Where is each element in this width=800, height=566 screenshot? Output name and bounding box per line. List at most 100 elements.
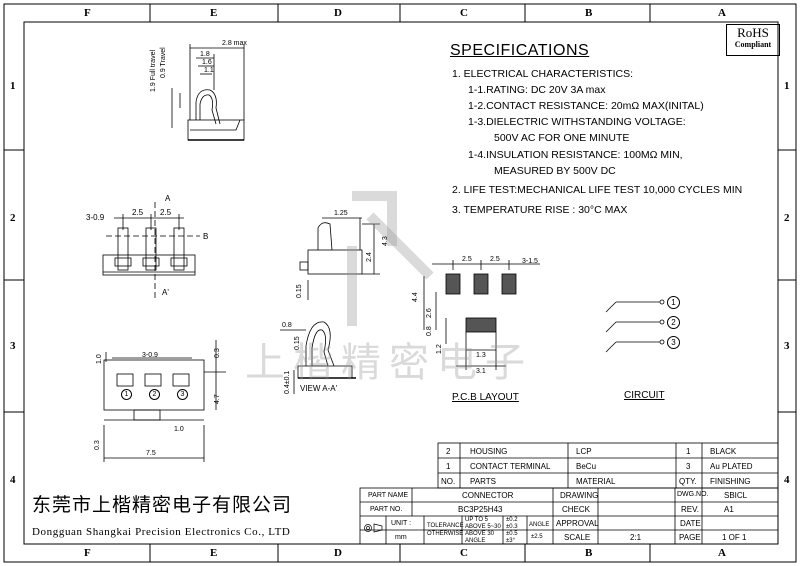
bom-row-no: 1 [446,462,451,471]
zone-label-top-d: D [334,7,342,19]
dim-label: 2.5 [490,256,500,263]
tol-value: ±0.5 [506,531,518,537]
page-value: 1 OF 1 [722,533,747,542]
zone-label-left-1: 1 [10,80,16,92]
dim-label: 2.5 [160,208,172,217]
dim-label: 1.8 [200,51,210,58]
zone-label-bottom-a: A [718,547,726,559]
zone-label-top-b: B [585,7,593,19]
zone-label-bottom-f: F [84,547,91,559]
circuit-pin-3: 3 [667,336,680,349]
pin-mark-2: 2 [149,389,160,400]
watermark-text: 上楷精密电子 [245,340,533,386]
circuit-caption: CIRCUIT [624,390,665,401]
tol-range: ANGLE [465,538,486,544]
zone-label-bottom-d: D [334,547,342,559]
bom-row-part: CONTACT TERMINAL [470,462,551,471]
side-view-mid [299,217,380,300]
zone-label-top-f: F [84,7,91,19]
zone-label-left-2: 2 [10,212,16,224]
dim-label: 1.1 [204,67,214,74]
rev-label: REV. [681,505,699,514]
bom-header-finish: FINISHING [710,477,751,486]
dwg-no-label: DWG.NO. [677,491,709,498]
scale-label: SCALE [564,533,591,542]
bom-header-qty: QTY. [679,477,697,486]
dim-label: 1.0 [96,354,103,364]
pin-mark-3: 3 [177,389,188,400]
dim-label: 0.15 [296,284,303,298]
projection-symbol [364,523,383,533]
dim-label: 0.15 [294,336,301,350]
front-view [102,202,200,300]
bom-row-qty: 3 [686,462,691,471]
dim-label: 1.6 [202,59,212,66]
zone-label-left-3: 3 [10,340,16,352]
dim-label: 0.8 [426,326,433,336]
check-label: CHECK [562,505,591,514]
title-block-lines [359,487,779,545]
bom-header-no: NO. [441,477,456,486]
zone-label-right-2: 2 [784,212,790,224]
tol-value: ±0.3 [506,524,518,530]
dim-label: 2.6 [426,308,433,318]
tol-value: ±3° [506,538,516,544]
spec-line: 1-3.DIELECTRIC WITHSTANDING VOLTAGE: [468,116,686,128]
dim-label: 3-0.9 [142,352,158,359]
date-label: DATE [680,519,701,528]
spec-line: 500V AC FOR ONE MINUTE [494,132,630,144]
pin-mark-1: 1 [121,389,132,400]
part-name-value: CONNECTOR [462,491,514,500]
dim-label: 2.5 [132,208,144,217]
circuit-diagram [605,299,665,353]
tolerance-label: TOLERANCE [427,523,464,529]
circuit-pin-2: 2 [667,316,680,329]
dim-label: 1.9 Full travel [150,49,157,92]
spec-line: 1. ELECTRICAL CHARACTERISTICS: [452,68,634,80]
zone-label-top-e: E [210,7,218,19]
spec-line: 2. LIFE TEST:MECHANICAL LIFE TEST 10,000… [452,184,743,196]
tol-range: ABOVE 30 [465,531,495,537]
dim-label: 1.0 [174,426,184,433]
tol-range: UP TO 5 [465,517,489,523]
dim-label: 4.4 [412,292,419,302]
part-name-label: PART NAME [368,492,409,499]
zone-label-top-a: A [718,7,726,19]
tol-value: ±0.2 [506,517,518,523]
dim-label: 0.9 Travel [160,47,167,78]
dim-label: 2.5 [462,256,472,263]
bom-row-material: BeCu [576,462,597,471]
section-marker-a-prime: A' [162,288,169,297]
bottom-view [103,340,226,462]
tol-range: ABOVE 5~30 [465,524,501,530]
approval-label: APPROVAL [556,519,599,528]
bom-table-lines [437,442,779,489]
company-name-cn: 东莞市上楷精密电子有限公司 [32,494,293,516]
dim-label: 2.8 max [222,40,247,47]
bom-row-part: HOUSING [470,447,508,456]
specifications-title: SPECIFICATIONS [450,42,590,59]
zone-label-bottom-e: E [210,547,218,559]
zone-label-left-4: 4 [10,474,16,486]
spec-line: MEASURED BY 500V DC [494,165,616,177]
angle-value: ±2.5 [531,534,543,540]
zone-label-right-4: 4 [784,474,790,486]
side-view-top [171,44,245,141]
dim-label: 0.3 [214,348,221,358]
section-view [280,321,356,394]
bom-row-material: LCP [576,447,592,456]
angle-label: ANGLE [529,522,550,528]
spec-line: 1-2.CONTACT RESISTANCE: 20mΩ MAX(INITAL) [468,100,704,112]
dim-label: 0.8 [282,322,292,329]
rohs-title: RoHS [737,25,769,40]
watermark-logo-shape [347,191,434,326]
zone-label-bottom-c: C [460,547,468,559]
unit-value: mm [395,534,407,541]
drawing-label: DRAWING [560,491,599,500]
dim-label: 0.3 [94,440,101,450]
bom-row-finish: Au PLATED [710,462,753,471]
dim-label: 4.7 [214,394,221,404]
page-label: PAGE [679,533,701,542]
part-no-label: PART NO. [370,506,403,513]
rohs-subtitle: Compliant [734,40,772,49]
